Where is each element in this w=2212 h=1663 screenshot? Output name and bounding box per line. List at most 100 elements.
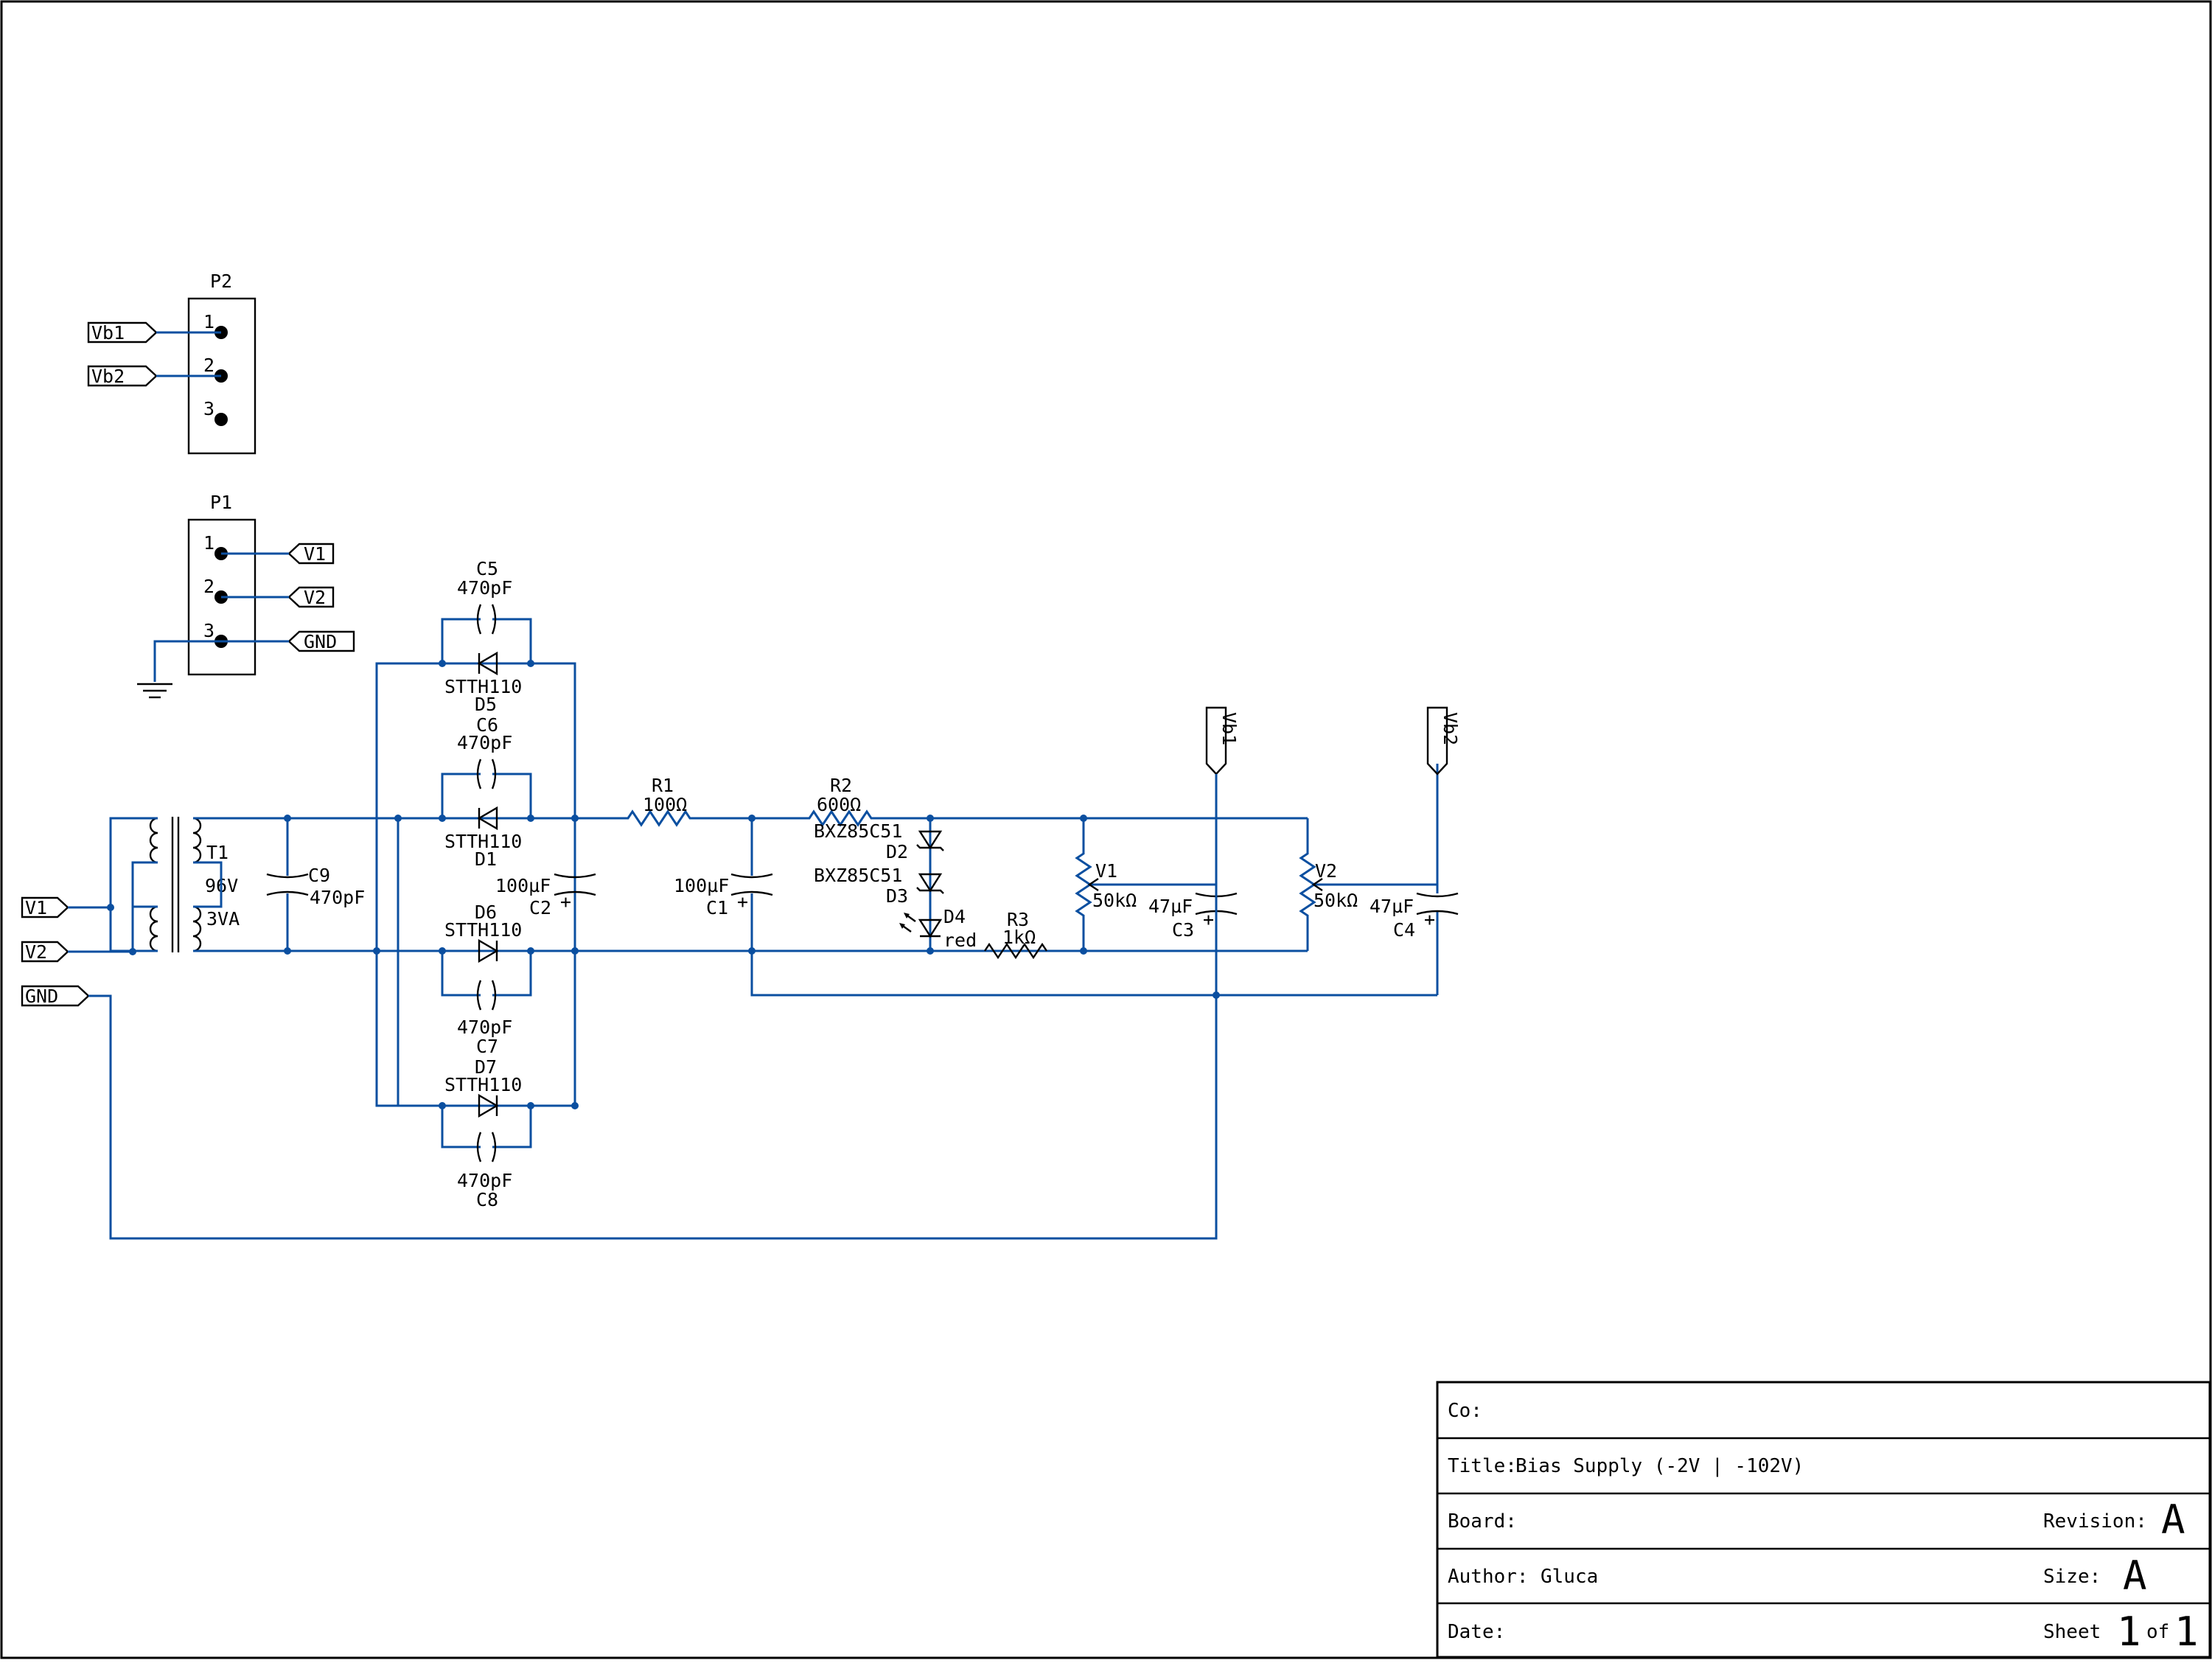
capacitor-c2[interactable]: + 100µF C2: [495, 818, 596, 951]
d6-part: STTH110: [444, 919, 522, 941]
r2-value: 600Ω: [817, 794, 861, 815]
c8-value: 470pF: [457, 1170, 512, 1191]
size-label: Size:: [2043, 1566, 2101, 1588]
r3-value: 1kΩ: [1002, 927, 1036, 948]
diode-d5[interactable]: STTH110 D5: [442, 651, 531, 715]
port-vb2-right[interactable]: Vb2: [1426, 706, 1461, 775]
port-v2-input-label: V2: [25, 941, 47, 963]
port-vb2-right-label: Vb2: [1440, 712, 1461, 745]
p2-pin-1: 1: [203, 311, 214, 332]
svg-text:+: +: [560, 891, 571, 913]
port-gnd-input-label: GND: [25, 986, 58, 1007]
connector-p1[interactable]: P1 1 2 3: [187, 492, 257, 676]
capacitor-c4[interactable]: + 47µF C4: [1370, 764, 1459, 995]
wire-p1-ground: [153, 640, 221, 682]
r3-ref: R3: [1007, 909, 1029, 930]
diode-d7[interactable]: D7 STTH110: [444, 1056, 522, 1118]
c4-value: 47µF: [1370, 896, 1414, 917]
port-gnd-input[interactable]: GND: [21, 985, 90, 1007]
capacitor-c5[interactable]: C5 470pF: [441, 558, 532, 663]
p1-pin-2: 2: [203, 576, 214, 597]
c3-ref: C3: [1172, 919, 1194, 941]
author-label: Author:: [1448, 1566, 1529, 1588]
c4-ref: C4: [1393, 919, 1415, 941]
capacitor-c6[interactable]: C6 470pF: [441, 714, 532, 818]
led-d4[interactable]: D4 red: [899, 906, 977, 951]
wire-t1-center: [193, 861, 223, 908]
wire-t1-primary-b: [68, 861, 158, 953]
port-vb1-left-label: Vb1: [91, 322, 125, 344]
port-v1-input-label: V1: [25, 897, 47, 918]
port-v2-p1[interactable]: V2: [287, 586, 335, 608]
t1-power: 3VA: [206, 908, 240, 930]
port-gnd-p1-label: GND: [304, 631, 337, 652]
resistor-r1[interactable]: R1 100Ω: [575, 775, 752, 827]
d2-ref: D2: [886, 841, 908, 862]
port-v2-input[interactable]: V2: [21, 941, 69, 963]
potentiometer-v1[interactable]: V1 50kΩ: [1075, 818, 1216, 951]
zener-d2[interactable]: BXZ85C51 D2: [814, 820, 944, 862]
port-vb2-left[interactable]: Vb2: [87, 365, 158, 387]
junction-dots: [107, 660, 1220, 1109]
port-vb1-left[interactable]: Vb1: [87, 321, 158, 344]
d5-ref: D5: [475, 694, 497, 715]
diode-d6[interactable]: D6 STTH110: [444, 902, 522, 963]
zener-d3[interactable]: BXZ85C51 D3: [814, 865, 944, 907]
wire-p2-pins: [156, 331, 221, 377]
r1-value: 100Ω: [643, 794, 687, 815]
d3-ref: D3: [886, 885, 908, 907]
port-vb1-right-label: Vb1: [1218, 712, 1240, 745]
capacitor-c1[interactable]: + 100µF C1: [674, 818, 1437, 997]
port-vb1-right[interactable]: Vb1: [1205, 706, 1240, 775]
c5-ref: C5: [476, 558, 498, 579]
c2-ref: C2: [529, 897, 551, 918]
resistor-r3[interactable]: R3 1kΩ: [984, 909, 1047, 960]
p1-ref: P1: [210, 492, 232, 513]
port-v1-p1[interactable]: V1: [287, 543, 335, 565]
port-v1-input[interactable]: V1: [21, 896, 69, 918]
wire-gnd-return: [88, 994, 1218, 1240]
d1-part: STTH110: [444, 831, 522, 852]
d3-part: BXZ85C51: [814, 865, 902, 886]
t1-ref: T1: [206, 842, 228, 863]
v2-pot-ref: V2: [1315, 860, 1337, 882]
d7-part: STTH110: [444, 1074, 522, 1095]
p2-ref: P2: [210, 271, 232, 292]
date-label: Date:: [1448, 1621, 1505, 1643]
svg-text:+: +: [1203, 909, 1214, 930]
capacitor-c9[interactable]: C9 470pF: [266, 818, 365, 951]
p2-pin-2: 2: [203, 355, 214, 376]
c3-value: 47µF: [1148, 896, 1193, 917]
v1-pot-value: 50kΩ: [1092, 890, 1137, 911]
sheet-number: 1: [2117, 1608, 2141, 1655]
board-label: Board:: [1448, 1510, 1517, 1533]
transformer-t1[interactable]: T1 96V 3VA: [149, 817, 240, 952]
title-value: Bias Supply (-2V | -102V): [1515, 1455, 1804, 1477]
wire-p1-pins: [221, 552, 289, 643]
potentiometer-v2[interactable]: V2 50kΩ: [1299, 818, 1437, 951]
svg-text:+: +: [737, 891, 748, 913]
capacitor-c3[interactable]: + 47µF C3: [1148, 818, 1238, 995]
port-gnd-p1[interactable]: GND: [287, 630, 355, 652]
c7-ref: C7: [476, 1036, 498, 1057]
r1-ref: R1: [652, 775, 674, 796]
r2-ref: R2: [830, 775, 852, 796]
revision-label: Revision:: [2043, 1510, 2147, 1533]
c1-ref: C1: [706, 897, 728, 918]
capacitor-c8[interactable]: 470pF C8: [441, 1106, 532, 1210]
port-v1-p1-label: V1: [304, 543, 326, 565]
diode-d1[interactable]: STTH110 D1: [444, 806, 522, 870]
c2-value: 100µF: [495, 875, 551, 896]
d1-ref: D1: [475, 848, 497, 870]
port-vb2-left-label: Vb2: [91, 366, 125, 387]
p1-pin-3: 3: [203, 620, 214, 641]
d2-part: BXZ85C51: [814, 820, 902, 842]
author-value: Gluca: [1541, 1566, 1598, 1588]
capacitor-c7[interactable]: 470pF C7: [441, 951, 532, 1057]
c9-ref: C9: [308, 865, 330, 886]
connector-p2[interactable]: P2 1 2 3: [187, 271, 257, 455]
c8-ref: C8: [476, 1189, 498, 1210]
resistor-r2[interactable]: R2 600Ω: [752, 775, 1308, 827]
